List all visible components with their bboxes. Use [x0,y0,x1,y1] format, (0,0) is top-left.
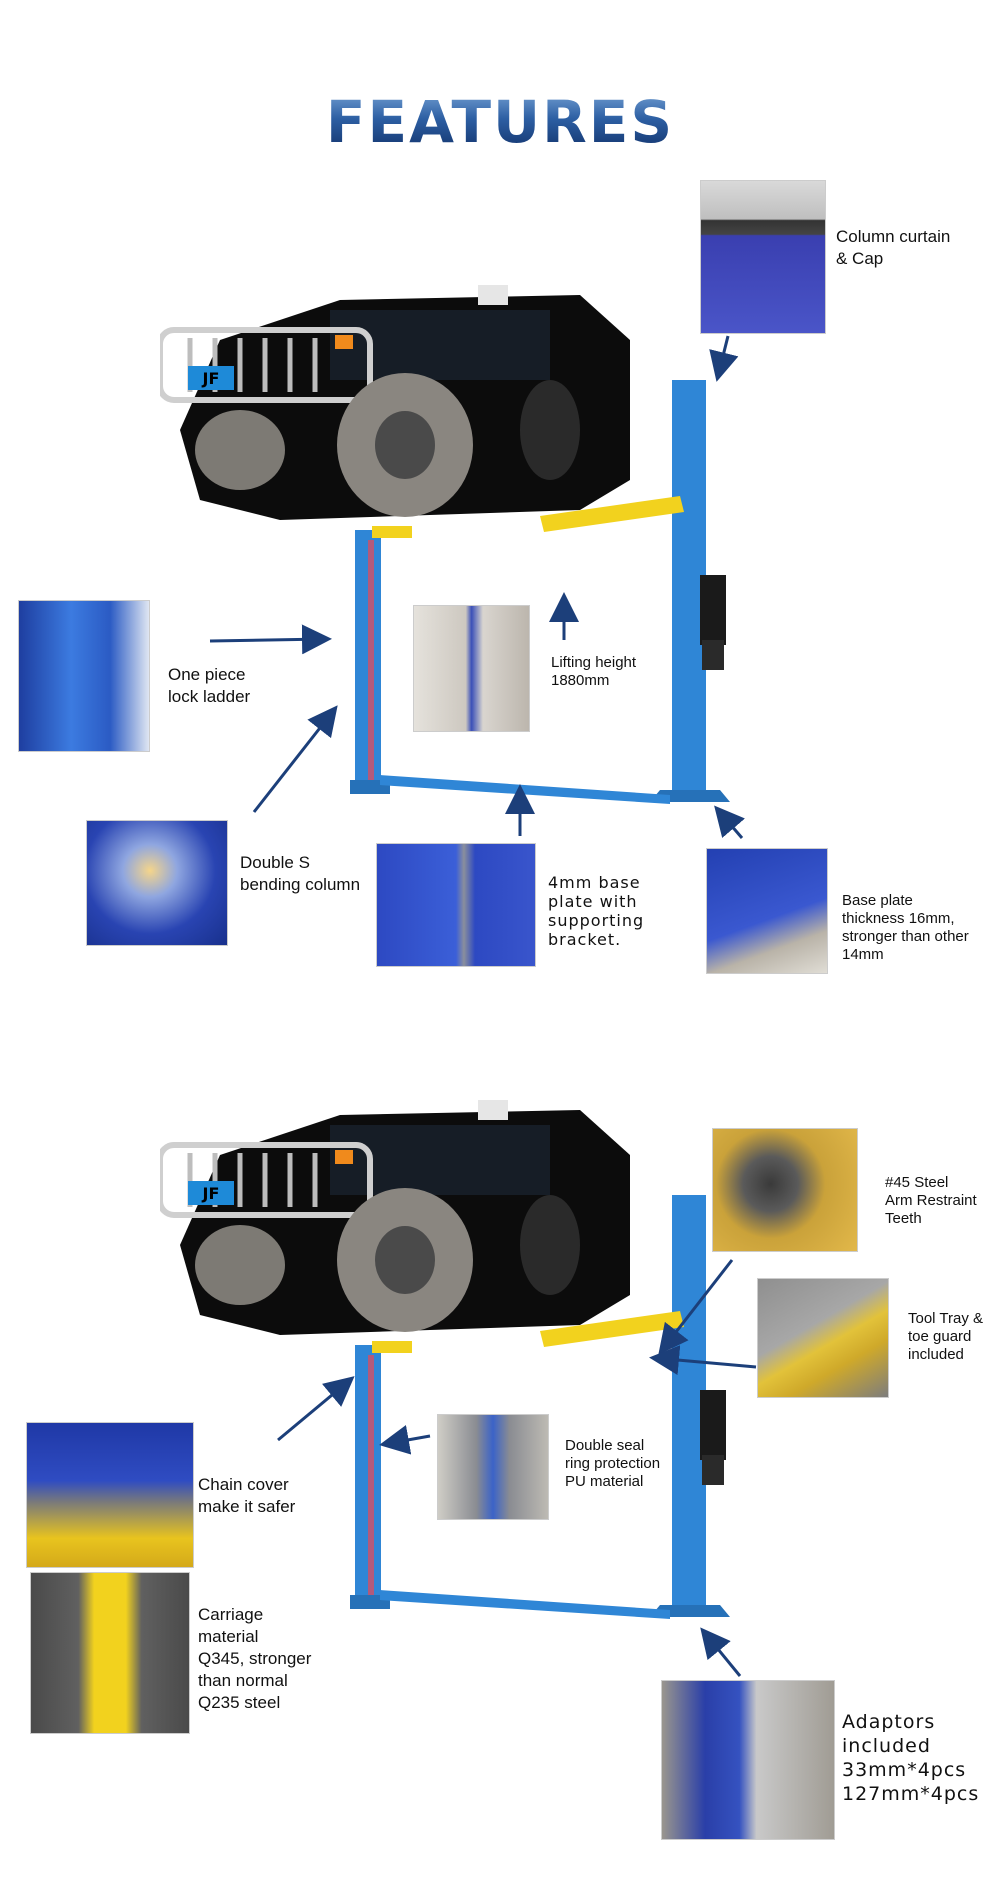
caption-lock-ladder: One piece lock ladder [168,665,251,706]
license-plate [188,366,234,390]
caption-chain-cover: Chain cover make it safer [198,1475,296,1516]
power-unit [700,575,726,645]
photo-double-s [86,820,228,946]
bull-bar [160,1142,373,1218]
caption-restraint: #45 Steel Arm Restraint Teeth [885,1174,977,1227]
caption-seal: Double seal ring protection PU material [565,1437,661,1490]
page-title: FEATURES [0,88,1000,156]
side-mirror [478,1100,508,1120]
arrow-chain-cover [277,1376,355,1442]
power-unit [700,1390,726,1460]
photo-lifting-height [413,605,530,732]
photo-base-plate-16mm [706,848,828,974]
lift-arm [540,496,684,532]
caption-adaptors: Adaptors included 33mm*4pcs 127mm*4pcs [842,1711,980,1805]
arrow-double-s [252,705,338,813]
arrow-column-cap [709,335,739,382]
base-plate [380,1590,670,1619]
caption-lifting-height: Lifting height 1880mm [551,654,637,689]
arrow-tool-tray [649,1345,757,1376]
photo-base-plate-4mm [376,843,536,967]
front-left-wheel [195,410,285,490]
photo-double-seal [437,1414,549,1520]
lift-illustration-1: JF [160,285,730,804]
side-mirror [478,285,508,305]
arrow-base-plate-16mm [714,805,746,839]
photo-adaptors [661,1680,835,1840]
caption-column-cap: Column curtain & Cap [836,227,951,268]
plate-logo: JF [202,1184,220,1203]
photo-lock-ladder [18,600,150,752]
lift-arm [540,1311,684,1347]
caption-base-plate-16mm: Base plate thickness 16mm, stronger than… [842,892,969,963]
bull-bar [160,327,373,403]
arrow-lock-ladder [209,624,332,655]
caption-carriage: Carriage material Q345, stronger than no… [198,1605,312,1712]
photo-column-cap [700,180,826,334]
arrow-restraint-teeth [658,1259,734,1355]
license-plate [188,1181,234,1205]
plate-logo: JF [202,369,220,388]
arrow-double-seal [379,1425,431,1455]
lift-illustration-2: JF [160,1100,730,1619]
caption-double-s: Double S bending column [240,853,361,894]
photo-tool-tray [757,1278,889,1398]
caption-tool-tray: Tool Tray & toe guard included [908,1310,984,1363]
photo-restraint-teeth [712,1128,858,1252]
caption-base-plate-4mm: 4mm base plate with supporting bracket. [548,873,645,949]
photo-chain-cover [26,1422,194,1568]
arrow-adaptors [700,1627,742,1677]
front-left-wheel [195,1225,285,1305]
photo-carriage [30,1572,190,1734]
